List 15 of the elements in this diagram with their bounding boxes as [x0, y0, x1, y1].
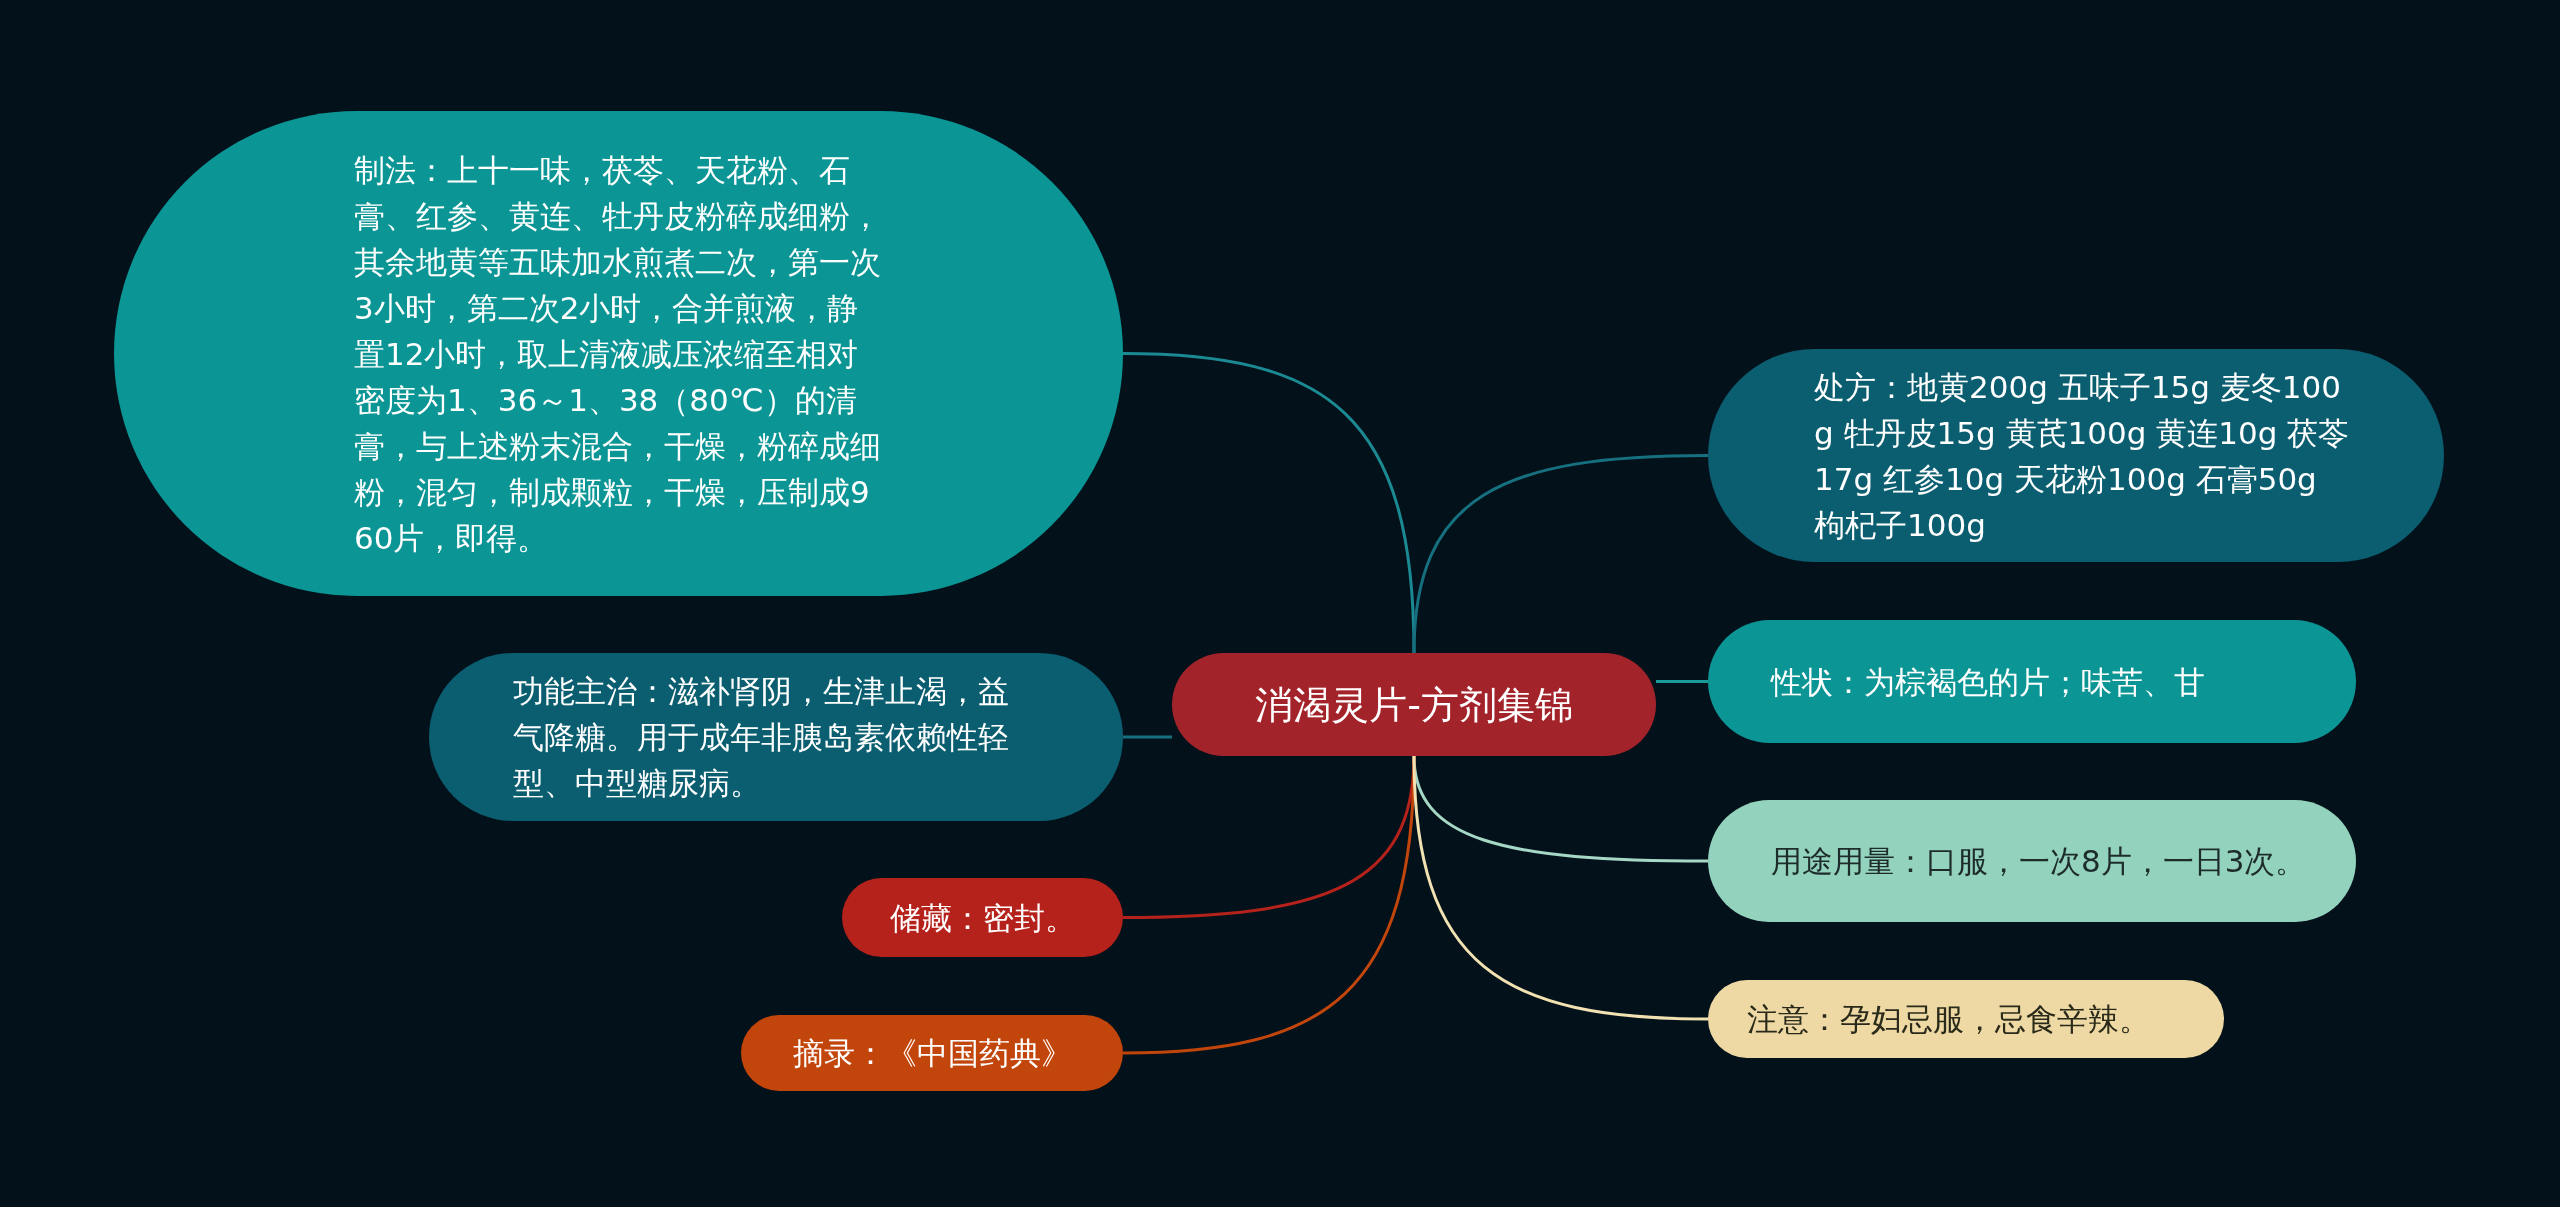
connector-line	[1412, 755, 1709, 1021]
topic-bubble: 功能主治：滋补肾阴，生津止渴，益气降糖。用于成年非胰岛素依赖性轻型、中型糖尿病。	[429, 653, 1123, 821]
connector-line	[1122, 352, 1416, 654]
topic-bubble: 摘录：《中国药典》	[741, 1015, 1123, 1091]
topic-bubble: 储藏：密封。	[842, 878, 1123, 957]
connector-line	[1412, 454, 1709, 654]
topic-bubble: 制法：上十一味，茯苓、天花粉、石膏、红参、黄连、牡丹皮粉碎成细粉，其余地黄等五味加水煎煮二次，第一次3小时，第二次2小时，合并煎液，静置12小时，取上清液减压浓缩至相对密度为1、36～1、38（80℃）的清膏，与上述粉末混合，干燥，粉碎成细粉，混匀，制成颗粒，干燥，压制成960片，即得。	[114, 111, 1123, 596]
connector-line	[1123, 735, 1172, 739]
topic-bubble: 性状：为棕褐色的片；味苦、甘	[1708, 620, 2356, 743]
central-topic: 消渴灵片-方剂集锦	[1172, 653, 1656, 756]
topic-bubble: 处方：地黄200g 五味子15g 麦冬100g 牡丹皮15g 黄芪100g 黄连10g 茯苓17g 红参10g 天花粉100g 石膏50g 枸杞子100g	[1708, 349, 2444, 562]
topic-bubble: 用途用量：口服，一次8片，一日3次。	[1708, 800, 2356, 922]
connector-line	[1122, 755, 1416, 1055]
connector-line	[1656, 680, 1708, 683]
topic-bubble: 注意：孕妇忌服，忌食辛辣。	[1708, 980, 2224, 1058]
